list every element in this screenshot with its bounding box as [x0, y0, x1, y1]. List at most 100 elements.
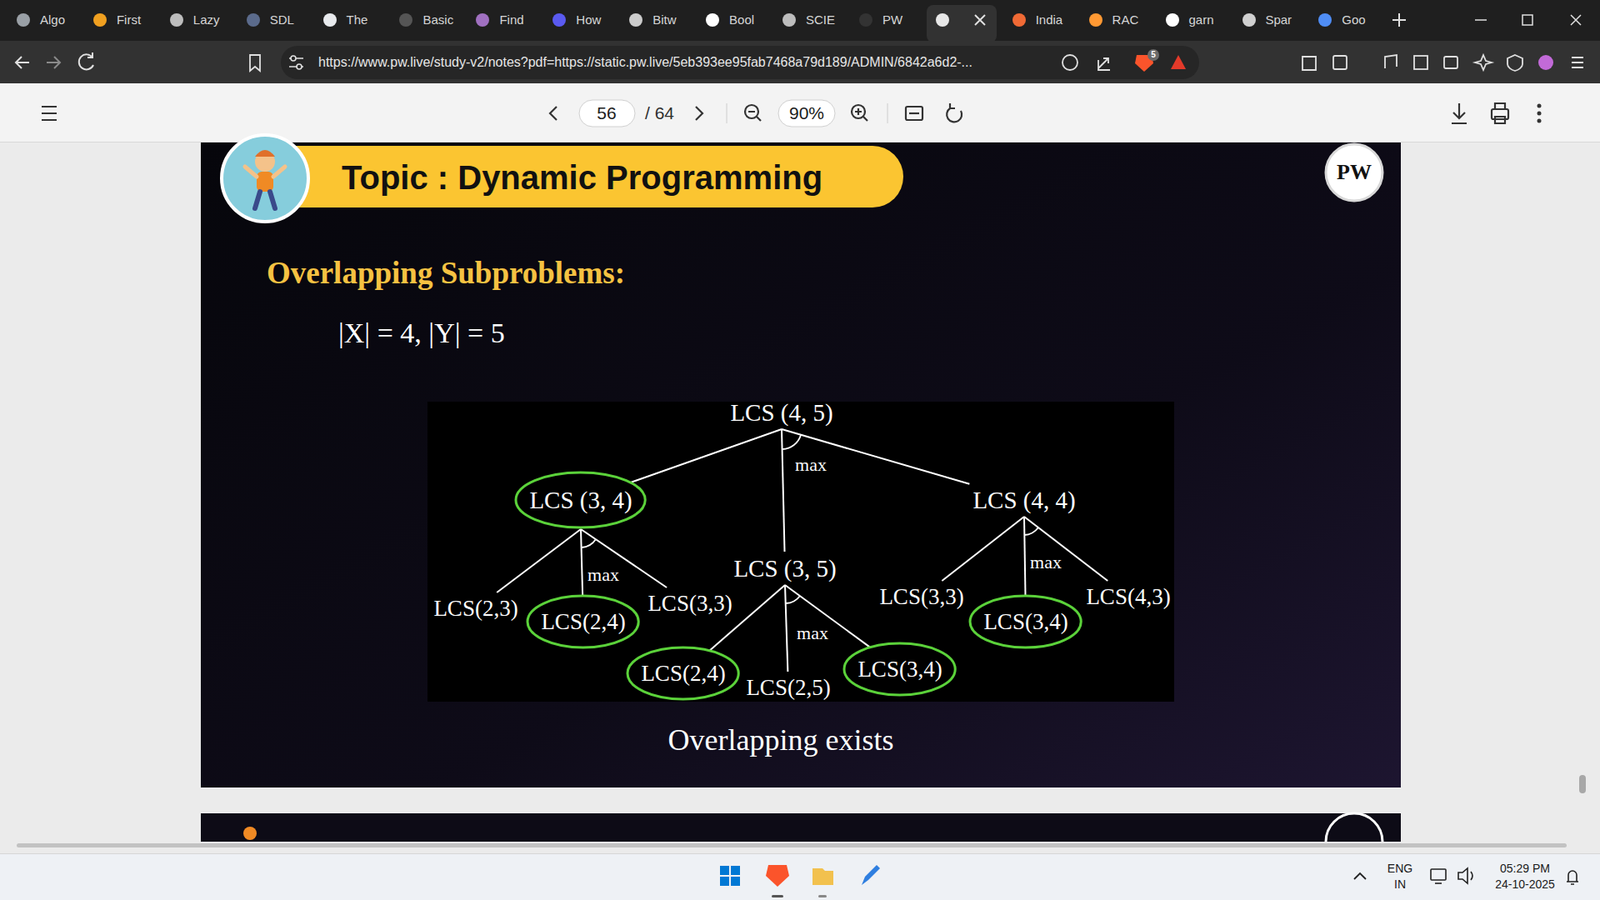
slide-background: [200, 142, 1401, 788]
tab-title: Lazy: [193, 12, 220, 27]
pen-icon: [861, 865, 880, 885]
next-slide-mascot: [243, 826, 257, 840]
tree-edge: [781, 429, 970, 485]
tab-strip: [0, 0, 1600, 41]
green-ellipse: [844, 643, 955, 695]
zoom-level: 90%: [789, 103, 825, 124]
new-tab-icon: [1392, 13, 1406, 27]
tab-title: Basic: [423, 12, 455, 27]
max-label: max: [587, 564, 620, 585]
omnibox: [280, 45, 1200, 80]
pdf-toolbar: [0, 83, 1600, 143]
tab-title: RAC: [1112, 12, 1140, 27]
rewards-icon: [1170, 55, 1186, 70]
tab-title: Find: [499, 12, 524, 27]
tab-title: Spar: [1265, 12, 1292, 27]
bookmark-icon: [250, 55, 260, 71]
history-icon: [1062, 55, 1078, 70]
pw-logo: [1325, 144, 1383, 201]
more-icon: [1537, 104, 1542, 124]
node-text: LCS (4, 5): [730, 398, 833, 427]
restore-icon: [1522, 15, 1533, 25]
tree-edge: [941, 516, 1025, 581]
tray-chevron: [1354, 873, 1366, 880]
node-text: LCS (3, 5): [733, 554, 836, 583]
node-text: LCS(4,3): [1085, 583, 1170, 610]
next-slide: [200, 813, 1401, 842]
max-label: max: [796, 622, 829, 644]
page-number: 56: [596, 103, 616, 124]
topic-banner: [241, 145, 904, 208]
tab-title: Algo: [40, 12, 65, 27]
node-text: LCS(3,3): [879, 583, 964, 610]
vertical-scrollbar: [1579, 775, 1586, 794]
subproblem-node: LCS(2,5): [742, 671, 834, 704]
mascot-avatar: [221, 135, 309, 222]
pdf-toolbar-icons: [41, 103, 1509, 124]
slide-caption: Overlapping exists: [668, 723, 895, 758]
topic-title: Topic : Dynamic Programming: [341, 158, 823, 197]
tab-title: PW: [882, 12, 903, 27]
green-ellipse: [515, 472, 645, 528]
subproblem-node: LCS(4,3): [1082, 580, 1174, 613]
subproblem-node: LCS(2,3): [430, 592, 521, 625]
address-row: [0, 40, 1600, 84]
green-ellipse: [627, 647, 739, 700]
node-text: LCS(2,5): [745, 674, 830, 701]
language-code: ENG: [1387, 861, 1413, 875]
tree-edge: [781, 429, 785, 552]
input-sizes: |X| = 4, |Y| = 5: [338, 316, 505, 350]
clock-time: 05:29 PM: [1500, 861, 1550, 875]
profile-icon: [1538, 55, 1554, 70]
green-ellipse: [970, 595, 1081, 648]
brave-taskbar-icon: [765, 865, 790, 887]
node-text: LCS(3,4): [857, 655, 942, 683]
node-text: LCS(2,4): [540, 608, 625, 635]
circled-subproblem: LCS (3, 4): [514, 470, 647, 530]
max-label: max: [1030, 551, 1062, 573]
shield-badge: [1147, 49, 1160, 61]
logo-text: PW: [1336, 160, 1372, 185]
subproblem-node: LCS(3,3): [644, 587, 735, 620]
page-input: [579, 100, 635, 127]
max-brackets: [581, 435, 1039, 604]
shield-count: 5: [1150, 50, 1156, 60]
windows-start-icon: [720, 865, 740, 886]
tab-title: How: [575, 12, 601, 27]
diagram-panel: [427, 401, 1175, 702]
circled-subproblem: LCS(2,4): [525, 594, 640, 650]
tab-title: SDL: [270, 12, 295, 27]
node-text: LCS(2,3): [433, 595, 518, 622]
tab-title: garn: [1189, 12, 1215, 27]
reload-icon: [79, 52, 94, 70]
circled-subproblem: LCS(3,4): [968, 594, 1083, 650]
tab-title: Goo: [1341, 12, 1365, 27]
taskbar: [0, 853, 1600, 900]
toolbar-separators: [726, 103, 888, 124]
circled-subproblem: LCS(2,4): [625, 645, 740, 701]
horizontal-scrollbar: [16, 843, 1567, 848]
tab-title: First: [116, 12, 141, 27]
tree-edge: [1024, 516, 1026, 596]
tree-edge: [580, 529, 667, 588]
tree-edge: [785, 585, 870, 648]
clock-date: 24-10-2025: [1495, 877, 1555, 891]
subproblem-node: LCS (4, 5): [726, 395, 836, 430]
forward-icon: [46, 56, 60, 69]
close-window-icon: [1570, 15, 1581, 25]
node-text: LCS(2,4): [640, 660, 725, 687]
slide-heading: Overlapping Subproblems:: [266, 255, 625, 292]
tab-title: Bool: [729, 12, 755, 27]
node-text: LCS (4, 4): [972, 485, 1075, 515]
subproblem-node: LCS (4, 4): [969, 483, 1079, 517]
max-label: max: [795, 454, 827, 475]
folder-icon: [812, 868, 834, 885]
subproblem-node: LCS (3, 5): [730, 551, 840, 585]
node-text: LCS (3, 4): [529, 485, 632, 515]
address-url: https://www.pw.live/study-v2/notes?pdf=h…: [318, 55, 973, 70]
minimize-icon: [1475, 19, 1487, 21]
green-ellipse: [527, 595, 639, 648]
tab-title: India: [1035, 12, 1064, 27]
